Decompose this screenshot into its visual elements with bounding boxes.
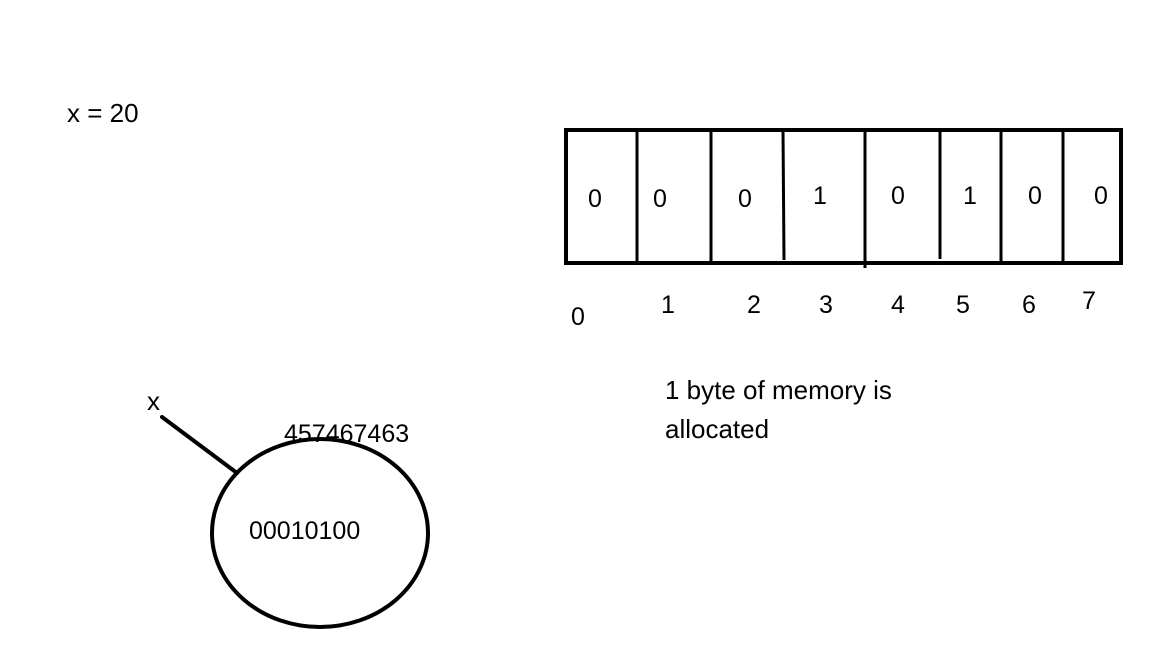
bit-cell-value: 0 [1094,182,1108,210]
cell-divider [781,129,786,261]
bit-cell-value: 0 [891,182,905,210]
bit-index-label: 1 [661,291,675,319]
memory-byte: 0 0 0 1 0 1 0 0 [564,128,1123,268]
memory-caption-line1: 1 byte of memory is [665,375,892,405]
bit-index-label: 7 [1082,287,1096,315]
bit-index-label: 0 [571,303,585,331]
memory-address-label: 457467463 [284,420,409,448]
bit-cell-value: 1 [963,182,977,210]
variable-node: x 457467463 00010100 [147,386,430,629]
variable-name-label: x [147,386,160,416]
memory-cell-circle [210,437,430,629]
variable-pointer-line [160,415,239,475]
bit-cell-value: 0 [588,185,602,213]
bit-cell-value: 0 [738,185,752,213]
bit-index-label: 3 [819,291,833,319]
binary-value-label: 00010100 [249,517,360,545]
memory-caption-line2: allocated [665,414,769,444]
bit-index-labels: 0 1 2 3 4 5 6 7 [571,287,1096,331]
bit-index-label: 2 [747,291,761,319]
bit-cell-value: 0 [1028,182,1042,210]
bit-index-label: 6 [1022,291,1036,319]
bit-cell-value: 1 [813,182,827,210]
assignment-text: x = 20 [67,98,139,128]
bit-cell-value: 0 [653,185,667,213]
bit-index-label: 4 [891,291,905,319]
memory-byte-outline [564,128,1123,265]
bit-index-label: 5 [956,291,970,319]
